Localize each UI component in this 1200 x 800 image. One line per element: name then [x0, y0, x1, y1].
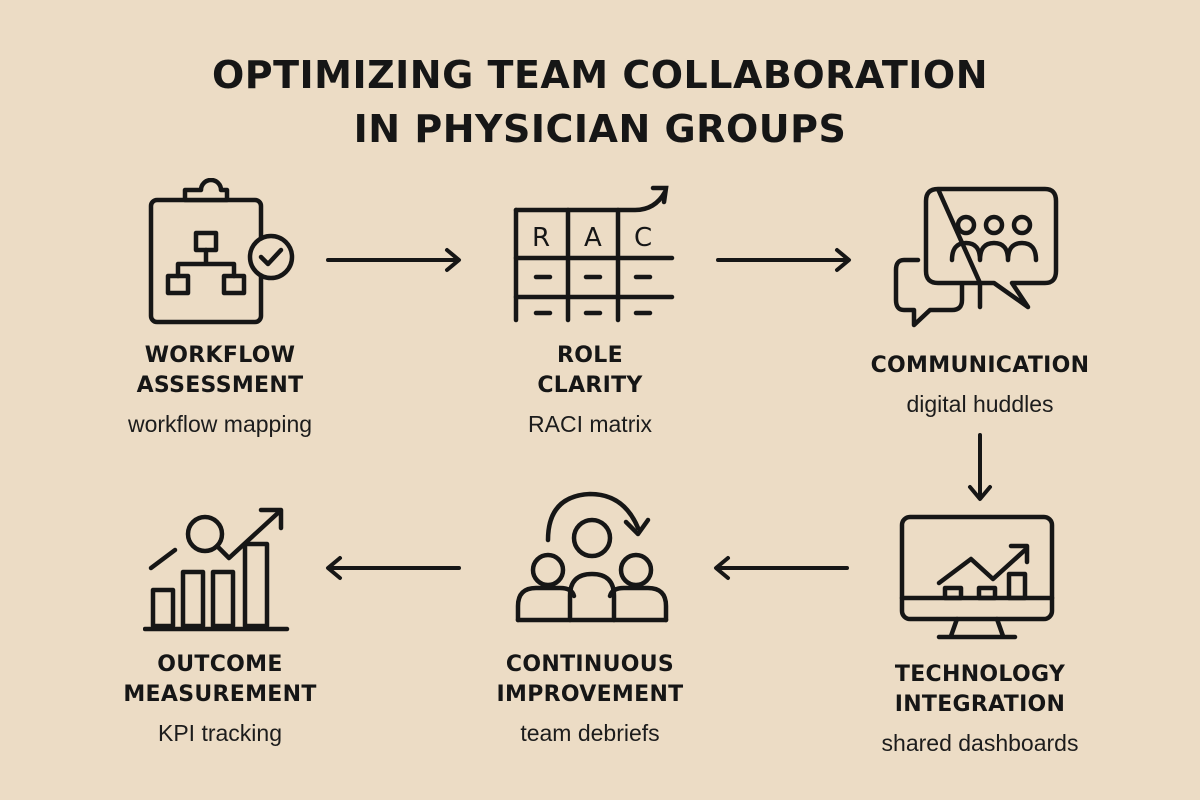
step-title: ASSESSMENT: [136, 373, 304, 398]
step-subtitle: KPI tracking: [158, 720, 282, 746]
arrow-right-icon: [325, 247, 465, 278]
step-title: COMMUNICATION: [870, 353, 1090, 378]
svg-text:A: A: [584, 223, 602, 253]
step-title: IMPROVEMENT: [496, 682, 684, 707]
step-title: ROLE: [557, 343, 623, 368]
step-subtitle: workflow mapping: [127, 411, 313, 437]
raci-matrix-table-icon: R A C: [510, 180, 675, 330]
step-title: TECHNOLOGY: [894, 662, 1066, 687]
step-communication: COMMUNICATION digital huddles: [840, 351, 1120, 419]
arrow-down-icon: [967, 432, 993, 509]
title-line-1: OPTIMIZING TEAM COLLABORATION: [211, 53, 989, 97]
monitor-chart-icon: [897, 512, 1057, 647]
arrow-right-icon: [715, 247, 855, 278]
arrow-left-icon: [322, 555, 462, 586]
svg-text:R: R: [532, 223, 550, 253]
step-title: MEASUREMENT: [123, 682, 317, 707]
step-title: INTEGRATION: [894, 692, 1066, 717]
step-workflow-assessment: WORKFLOW ASSESSMENT workflow mapping: [90, 341, 350, 439]
svg-text:C: C: [634, 223, 652, 253]
step-subtitle: digital huddles: [906, 391, 1054, 417]
bar-chart-magnifier-icon: [143, 500, 293, 635]
step-title: WORKFLOW: [144, 343, 296, 368]
step-subtitle: team debriefs: [520, 720, 660, 746]
title-line-2: IN PHYSICIAN GROUPS: [353, 107, 847, 151]
step-title: CONTINUOUS: [505, 652, 675, 677]
team-cycle-icon: [512, 488, 672, 623]
step-technology-integration: TECHNOLOGY INTEGRATION shared dashboards: [840, 660, 1120, 758]
clipboard-flowchart-check-icon: [145, 178, 305, 328]
step-title: OUTCOME: [157, 652, 283, 677]
step-title: CLARITY: [537, 373, 643, 398]
step-subtitle: shared dashboards: [881, 730, 1079, 756]
arrow-left-icon: [710, 555, 850, 586]
step-subtitle: RACI matrix: [528, 411, 652, 437]
step-outcome-measurement: OUTCOME MEASUREMENT KPI tracking: [90, 650, 350, 748]
step-continuous-improvement: CONTINUOUS IMPROVEMENT team debriefs: [450, 650, 730, 748]
page-title: OPTIMIZING TEAM COLLABORATION IN PHYSICI…: [0, 48, 1200, 156]
chat-bubbles-team-icon: [890, 185, 1065, 335]
step-role-clarity: ROLE CLARITY RACI matrix: [460, 341, 720, 439]
